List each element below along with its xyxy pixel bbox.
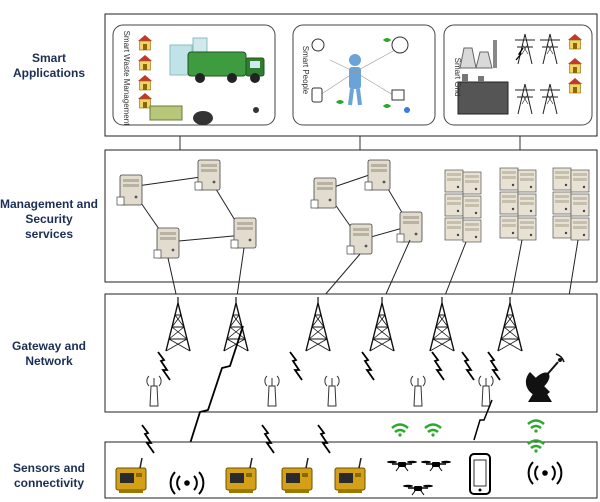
server-network-left bbox=[116, 159, 257, 259]
server-icon bbox=[364, 159, 391, 191]
smart-grid-label: Smart Grid bbox=[453, 58, 462, 97]
server-racks bbox=[444, 167, 590, 243]
smart-people-card bbox=[292, 24, 436, 126]
server-icon bbox=[116, 174, 143, 206]
layer-label-sensors-connectivity: Sensors and connectivity bbox=[12, 461, 86, 490]
smart-grid-card bbox=[443, 24, 593, 126]
server-icon bbox=[310, 177, 337, 209]
wifi-signal-icon bbox=[526, 419, 546, 434]
layer-label-management-security: Management and Security services bbox=[0, 197, 99, 241]
smartphone-icon bbox=[469, 453, 491, 495]
smart-waste-card bbox=[112, 24, 276, 126]
wireless-link-icon bbox=[187, 325, 244, 451]
gateway-network-panel bbox=[104, 293, 598, 413]
layer-label-smart-applications: Smart Applications bbox=[12, 51, 85, 80]
server-icon bbox=[396, 211, 423, 243]
server-icon bbox=[153, 227, 180, 259]
layer-label-gateway-network: Gateway and Network bbox=[11, 339, 87, 368]
smart-waste-label: Smart Waste Management bbox=[122, 31, 131, 127]
server-icon bbox=[346, 223, 373, 255]
wifi-signal-icon bbox=[390, 423, 410, 438]
wireless-link-icon bbox=[473, 399, 493, 441]
wifi-signal-icon bbox=[423, 423, 443, 438]
server-icon bbox=[194, 159, 221, 191]
satellite-dish-icon bbox=[525, 353, 565, 402]
server-icon bbox=[230, 217, 257, 249]
smart-people-label: Smart People bbox=[301, 46, 310, 95]
server-network-middle bbox=[310, 159, 423, 255]
